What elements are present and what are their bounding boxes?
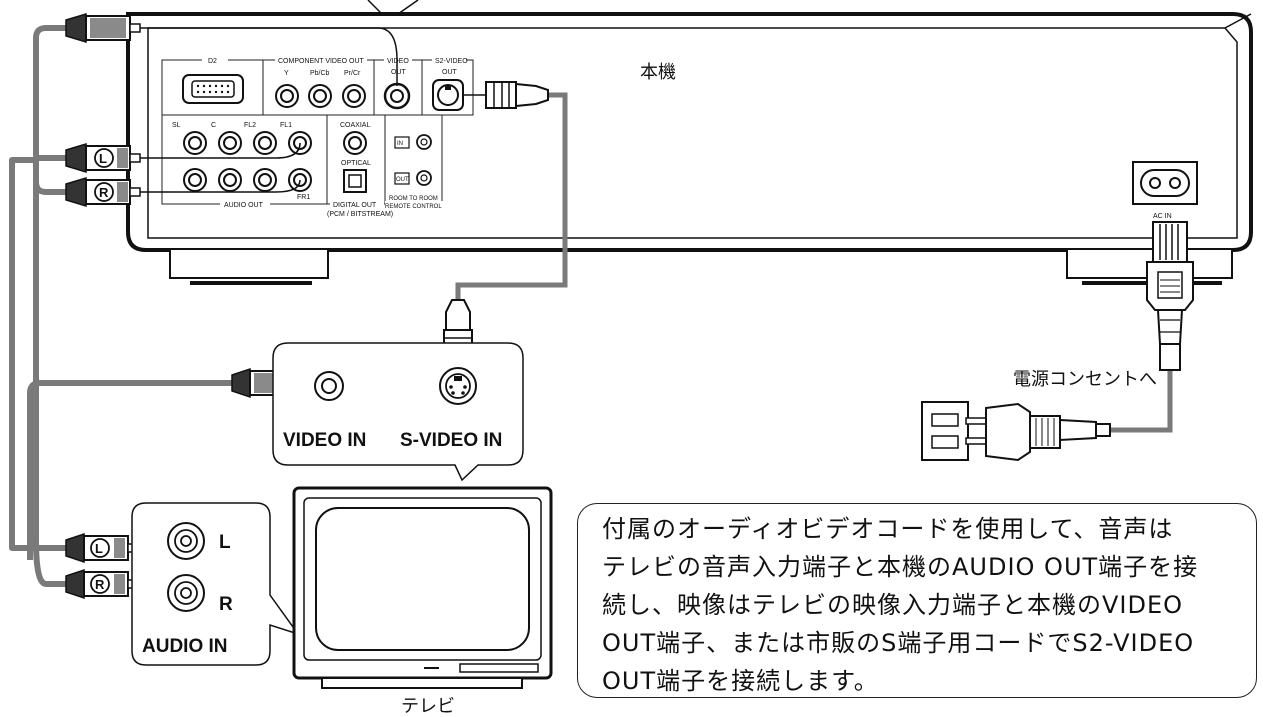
tv-label: テレビ — [401, 696, 455, 716]
device-rear-panel: 本機 D2 COMPONENT VIDEO OUT Y Pb/Cb Pr/Cr … — [126, 0, 1253, 285]
power-outlet-label: 電源コンセントへ — [1013, 369, 1157, 389]
audio-r-label: R — [219, 594, 233, 615]
tv-input-panel: VIDEO IN S-VIDEO IN — [272, 342, 524, 482]
power-cable — [1110, 370, 1173, 433]
audio-in-label: AUDIO IN — [142, 636, 228, 657]
pb-label: Pb/Cb — [310, 70, 330, 77]
rtr-out-label: OUT — [396, 177, 409, 183]
s-video-plug-device — [463, 81, 549, 109]
instruction-text: 付属のオーディオビデオコードを使用して、音声は テレビの音声入力端子と本機のAU… — [602, 515, 1199, 695]
tv-audio-panel: L R AUDIO IN — [131, 502, 300, 666]
ac-in-label: AC IN — [1153, 213, 1172, 220]
d2-label: D2 — [208, 58, 217, 65]
coaxial-label: COAXIAL — [340, 122, 370, 129]
power-plug-device — [1146, 221, 1194, 371]
pcm-bitstream-label: (PCM / BITSTREAM) — [327, 211, 393, 218]
rca-plug-r-device: R — [65, 176, 141, 208]
d2-port — [182, 74, 244, 104]
ac-in-port — [1132, 161, 1198, 205]
tv-set — [292, 486, 553, 689]
rca-plug-video-device — [65, 12, 141, 44]
instruction-box — [577, 503, 1257, 698]
s2-video-out-label-1: S2-VIDEO — [435, 58, 468, 65]
fl2-label: FL2 — [244, 122, 256, 129]
audio-video-cable — [9, 25, 232, 587]
component-label: COMPONENT VIDEO OUT — [278, 58, 365, 65]
plug-l-label-device: L — [99, 151, 107, 166]
audio-l-label: L — [219, 532, 231, 553]
rca-plug-r-tv: R — [65, 568, 138, 600]
rca-plug-l-device: L — [65, 142, 141, 174]
wall-outlet — [921, 401, 969, 461]
optical-label: OPTICAL — [341, 160, 371, 167]
remote-control-label: REMOTE CONTROL — [385, 204, 442, 210]
plug-r-label-device: R — [99, 185, 109, 200]
tv-screen — [315, 507, 530, 651]
power-plug-outlet — [965, 402, 1111, 462]
rca-plug-l-tv: L — [65, 532, 138, 564]
video-out-label-2: OUT — [391, 69, 407, 76]
pr-label: Pr/Cr — [344, 70, 361, 77]
optical-port — [343, 169, 367, 193]
audio-out-label: AUDIO OUT — [224, 202, 264, 209]
sl-label: SL — [172, 122, 181, 129]
plug-r-label-tv: R — [95, 577, 105, 592]
s-video-in-label: S-VIDEO IN — [400, 430, 502, 451]
s2-video-out-label-2: OUT — [442, 69, 458, 76]
rtr-in-label: IN — [397, 141, 403, 147]
fl1-label: FL1 — [280, 122, 292, 129]
plug-l-label-tv: L — [95, 541, 103, 556]
digital-out-label: DIGITAL OUT — [333, 202, 377, 209]
room-to-room-label: ROOM TO ROOM — [389, 196, 438, 202]
video-in-label: VIDEO IN — [283, 430, 366, 451]
y-label: Y — [284, 70, 289, 77]
s-video-cable — [455, 92, 568, 300]
video-out-label-1: VIDEO — [387, 58, 409, 65]
c-label: C — [211, 122, 216, 129]
device-label: 本機 — [640, 62, 676, 82]
fr1-label: FR1 — [297, 194, 310, 201]
